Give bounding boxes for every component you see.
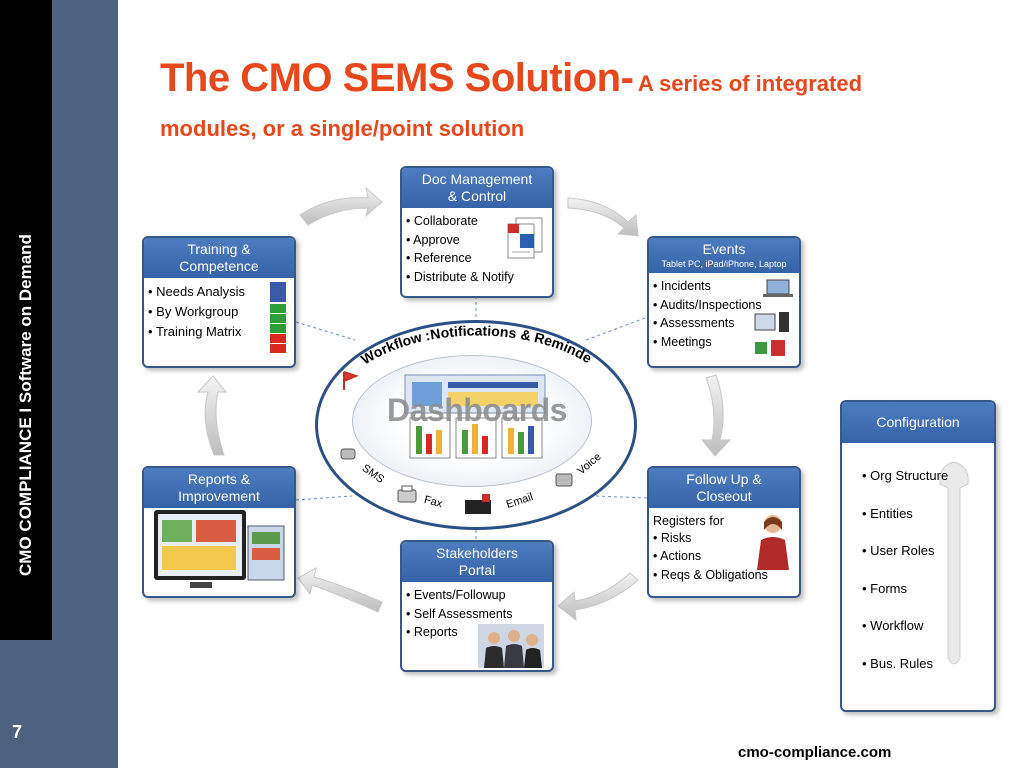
doc-management-header: Doc Management & Control bbox=[402, 168, 552, 208]
stakeholders-item: Events/Followup bbox=[406, 586, 548, 605]
training-matrix-icon bbox=[270, 282, 286, 353]
arrow-events-to-followup bbox=[700, 374, 732, 457]
configuration-box: Configuration Org Structure Entities Use… bbox=[840, 400, 996, 712]
reports-header-line1: Reports & bbox=[187, 471, 251, 487]
doc-management-list: Collaborate Approve Reference Distribute… bbox=[402, 208, 552, 290]
config-item: Workflow bbox=[862, 607, 974, 645]
events-item: Meetings bbox=[653, 333, 795, 352]
doc-item: Reference bbox=[406, 249, 548, 268]
followup-header-line1: Follow Up & bbox=[686, 471, 762, 487]
events-item: Audits/Inspections bbox=[653, 296, 795, 315]
arrow-training-to-doc bbox=[299, 186, 383, 226]
page-number: 7 bbox=[12, 722, 23, 742]
doc-item: Collaborate bbox=[406, 212, 548, 231]
reports-box: Reports & Improvement bbox=[142, 466, 296, 598]
events-list: Incidents Audits/Inspections Assessments… bbox=[649, 273, 799, 355]
config-item: Org Structure bbox=[862, 457, 974, 495]
training-item: Training Matrix bbox=[148, 322, 290, 342]
stakeholders-header: Stakeholders Portal bbox=[402, 542, 552, 582]
business-people-icon bbox=[478, 624, 544, 668]
email-icon bbox=[465, 494, 491, 514]
training-header-line2: Competence bbox=[179, 258, 259, 274]
training-header-line1: Training & bbox=[187, 241, 251, 257]
training-item: Needs Analysis bbox=[148, 282, 290, 302]
config-item: Bus. Rules bbox=[862, 645, 974, 683]
title-sub-line2: modules, or a single/point solution bbox=[160, 116, 525, 141]
arrow-followup-to-stakeholders bbox=[557, 572, 639, 622]
stakeholders-header-line1: Stakeholders bbox=[436, 545, 518, 561]
followup-box: Follow Up & Closeout Registers for Risks… bbox=[647, 466, 801, 598]
doc-item: Distribute & Notify bbox=[406, 268, 548, 287]
reports-header: Reports & Improvement bbox=[144, 468, 294, 508]
events-header: Events Tablet PC, iPad/iPhone, Laptop bbox=[649, 238, 799, 273]
stakeholders-header-line2: Portal bbox=[458, 562, 496, 578]
followup-item: Reqs & Obligations bbox=[653, 566, 795, 585]
arrow-stakeholders-to-reports bbox=[297, 567, 383, 613]
configuration-header: Configuration bbox=[842, 402, 994, 443]
followup-items: Risks Actions Reqs & Obligations bbox=[649, 529, 799, 589]
events-box: Events Tablet PC, iPad/iPhone, Laptop In… bbox=[647, 236, 801, 368]
followup-intro: Registers for bbox=[653, 514, 724, 528]
events-subheader: Tablet PC, iPad/iPhone, Laptop bbox=[661, 259, 787, 269]
arrow-reports-to-training bbox=[196, 375, 228, 456]
events-item: Assessments bbox=[653, 314, 795, 333]
page-title: The CMO SEMS Solution- A series of integ… bbox=[160, 56, 960, 100]
devices-icon bbox=[754, 279, 793, 356]
report-monitor-icon bbox=[154, 510, 285, 588]
businesswoman-icon bbox=[757, 515, 789, 570]
stakeholders-item: Self Assessments bbox=[406, 605, 548, 624]
doc-management-box: Doc Management & Control Collaborate App… bbox=[400, 166, 554, 298]
events-header-title: Events bbox=[702, 241, 746, 257]
arrow-doc-to-events bbox=[567, 197, 639, 237]
followup-header: Follow Up & Closeout bbox=[649, 468, 799, 508]
doc-header-line2: & Control bbox=[447, 188, 507, 204]
configuration-list: Org Structure Entities User Roles Forms … bbox=[842, 443, 994, 696]
title-main: The CMO SEMS Solution- bbox=[160, 56, 634, 100]
stakeholders-list: Events/Followup Self Assessments Reports bbox=[402, 582, 552, 646]
red-flag-icon bbox=[343, 371, 359, 390]
title-sub: A series of integrated bbox=[637, 71, 863, 96]
phone-icon bbox=[340, 448, 356, 460]
document-stack-icon bbox=[507, 217, 543, 259]
events-item: Incidents bbox=[653, 277, 795, 296]
training-item: By Workgroup bbox=[148, 302, 290, 322]
stakeholders-item: Reports bbox=[406, 623, 548, 642]
dashboards-label: Dashboards bbox=[387, 392, 567, 428]
doc-header-line1: Doc Management bbox=[421, 171, 533, 187]
sidebar-brand-strip bbox=[0, 0, 52, 640]
followup-header-line2: Closeout bbox=[696, 488, 752, 504]
training-box: Training & Competence Needs Analysis By … bbox=[142, 236, 296, 368]
voice-icon bbox=[555, 473, 573, 487]
config-item: Forms bbox=[862, 570, 974, 608]
followup-item: Risks bbox=[653, 529, 795, 548]
config-item: Entities bbox=[862, 495, 974, 533]
doc-item: Approve bbox=[406, 231, 548, 250]
stakeholders-box: Stakeholders Portal Events/Followup Self… bbox=[400, 540, 554, 672]
fax-icon bbox=[397, 485, 417, 503]
followup-list: Registers for bbox=[649, 508, 799, 535]
followup-item: Actions bbox=[653, 547, 795, 566]
config-item: User Roles bbox=[862, 532, 974, 570]
training-list: Needs Analysis By Workgroup Training Mat… bbox=[144, 278, 294, 346]
footer-url[interactable]: cmo-compliance.com bbox=[738, 744, 892, 761]
reports-header-line2: Improvement bbox=[178, 488, 260, 504]
training-header: Training & Competence bbox=[144, 238, 294, 278]
